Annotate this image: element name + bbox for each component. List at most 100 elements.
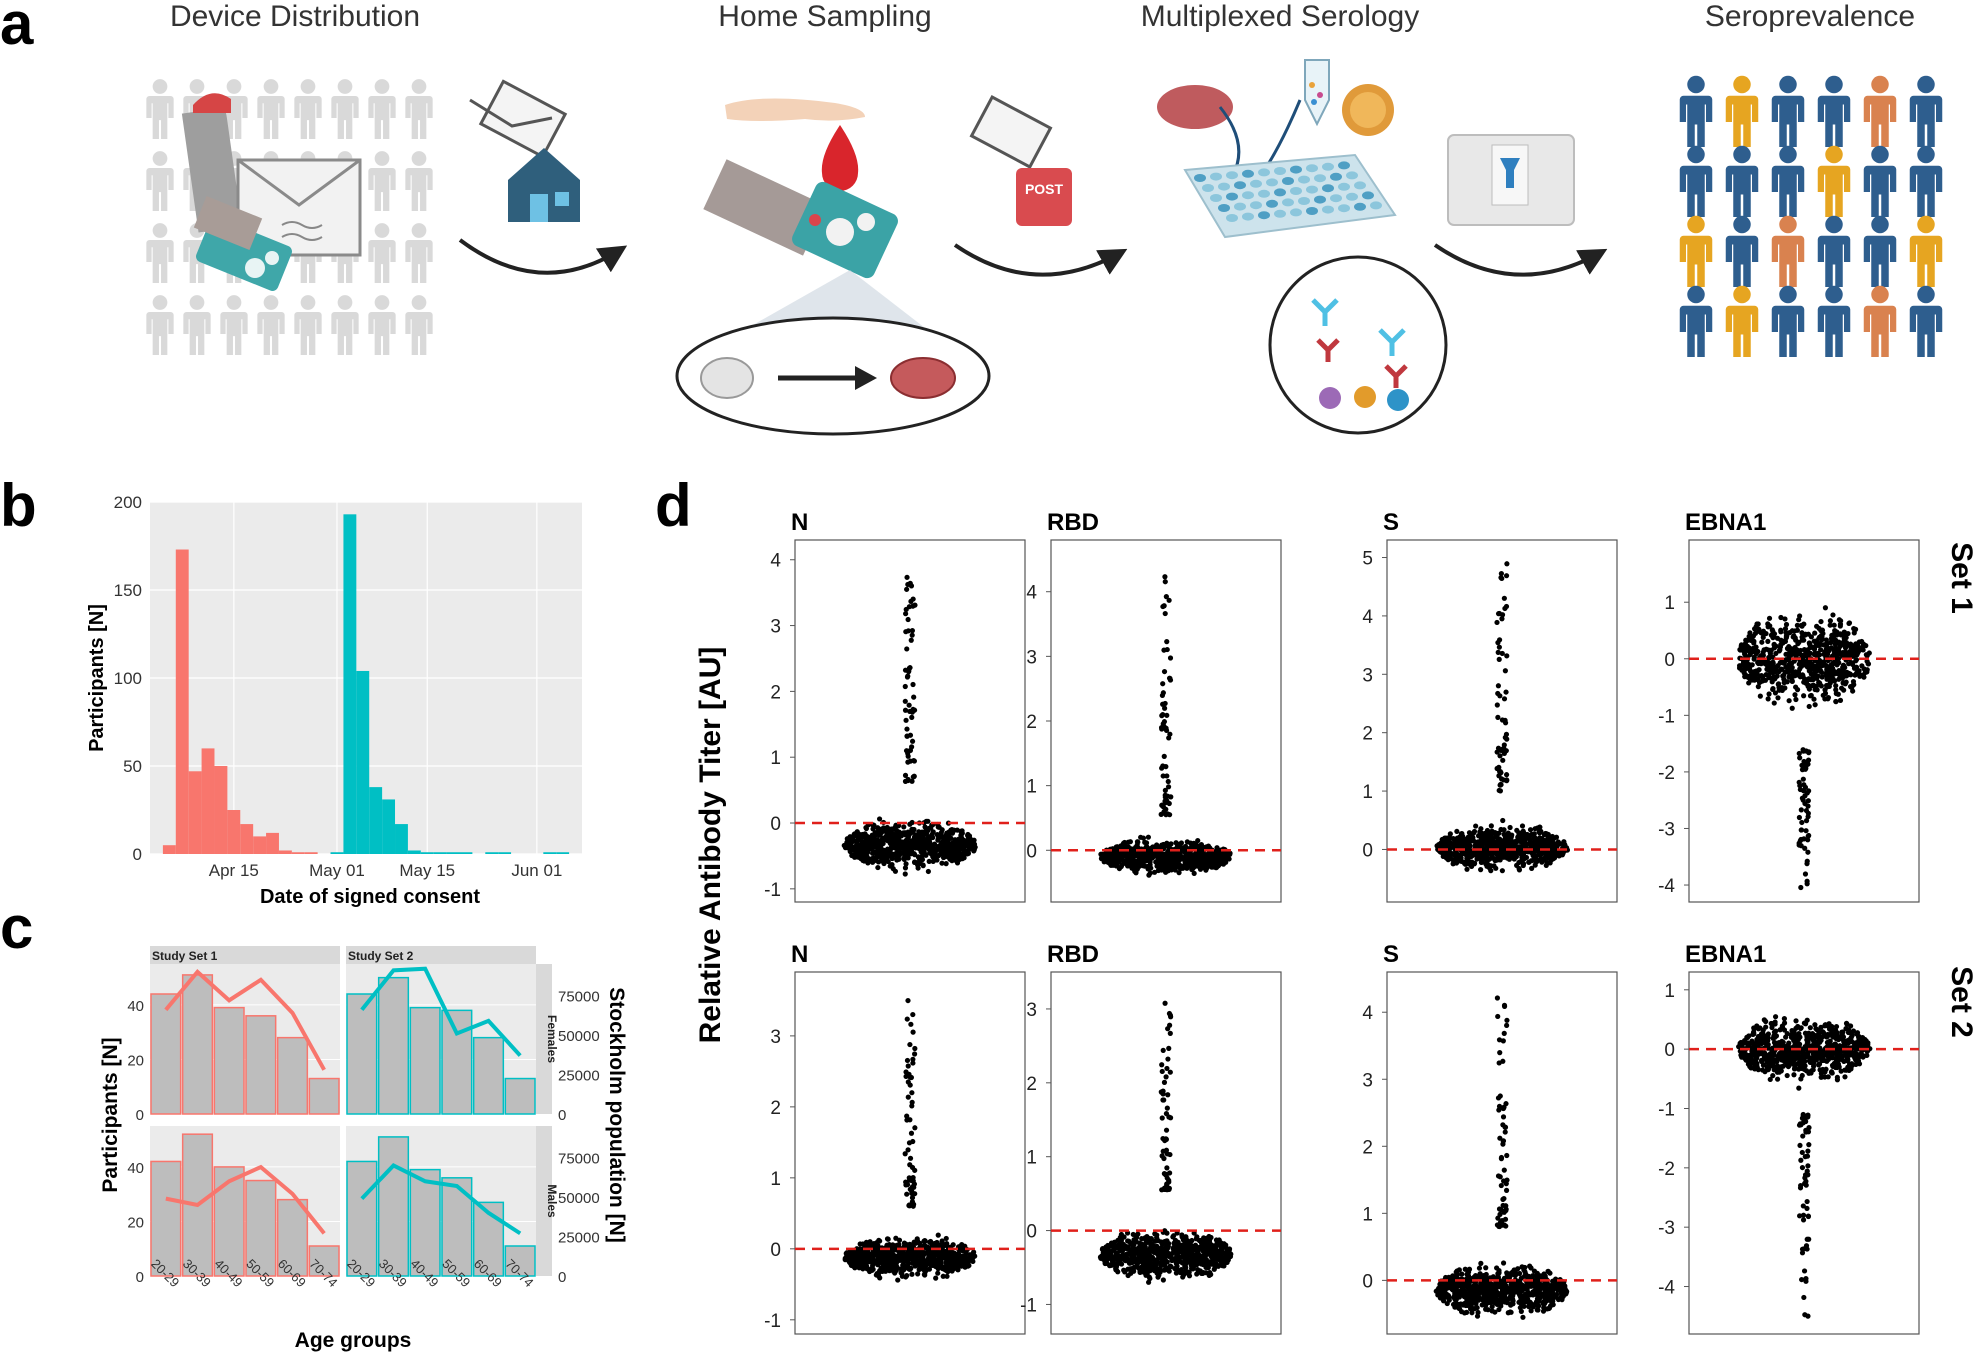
well bbox=[1258, 189, 1270, 198]
data-point bbox=[1801, 758, 1807, 765]
data-point bbox=[937, 1263, 944, 1269]
data-point bbox=[905, 997, 911, 1004]
data-point bbox=[906, 668, 912, 674]
data-point bbox=[1215, 852, 1221, 859]
y-tick-label: 1 bbox=[1362, 782, 1373, 803]
data-point bbox=[878, 829, 885, 836]
data-point bbox=[1840, 649, 1846, 656]
step-title-home-sampling: Home Sampling bbox=[718, 0, 932, 33]
data-point bbox=[1223, 1253, 1229, 1259]
age-group-bar bbox=[504, 1245, 536, 1277]
data-point bbox=[908, 851, 914, 857]
data-point bbox=[910, 603, 916, 609]
data-point bbox=[1488, 823, 1494, 829]
population-line bbox=[164, 969, 326, 1071]
data-point bbox=[1176, 862, 1183, 868]
data-point bbox=[905, 1063, 911, 1069]
finger-blood-drop-icon bbox=[725, 98, 865, 191]
data-point bbox=[1495, 745, 1502, 751]
post-label: POST bbox=[1025, 181, 1064, 197]
data-point bbox=[971, 1249, 977, 1255]
data-point bbox=[933, 848, 939, 854]
data-point bbox=[1192, 852, 1198, 858]
data-point bbox=[1186, 856, 1192, 862]
well bbox=[1194, 174, 1206, 182]
data-point bbox=[1176, 870, 1182, 876]
data-point bbox=[1164, 1165, 1170, 1171]
y-tick-label: -3 bbox=[1658, 819, 1675, 840]
well bbox=[1242, 191, 1254, 200]
population-line bbox=[360, 966, 522, 1057]
histogram-bar bbox=[369, 787, 383, 854]
data-point bbox=[1128, 1252, 1134, 1258]
data-point bbox=[1767, 623, 1773, 629]
data-point bbox=[1495, 683, 1501, 689]
data-point bbox=[1761, 647, 1767, 653]
data-point bbox=[1102, 1260, 1108, 1267]
data-point bbox=[1149, 1254, 1156, 1261]
data-point bbox=[930, 1253, 936, 1259]
data-point bbox=[879, 857, 885, 863]
data-point bbox=[1165, 1056, 1171, 1062]
data-point bbox=[1439, 836, 1445, 843]
data-point bbox=[903, 837, 909, 843]
data-point bbox=[1206, 1259, 1212, 1265]
data-point bbox=[1798, 807, 1804, 813]
data-point bbox=[1818, 618, 1824, 625]
data-point bbox=[1169, 854, 1175, 861]
data-point bbox=[1215, 1256, 1221, 1262]
well bbox=[1290, 187, 1302, 195]
well bbox=[1218, 182, 1230, 191]
data-point bbox=[1799, 637, 1805, 643]
well bbox=[1274, 167, 1286, 175]
data-point bbox=[937, 851, 943, 857]
data-point bbox=[1126, 1238, 1132, 1244]
data-point bbox=[888, 850, 895, 857]
data-point bbox=[1496, 787, 1502, 794]
data-point bbox=[1140, 1250, 1146, 1256]
histogram-bar bbox=[446, 852, 460, 854]
data-point bbox=[901, 824, 907, 830]
data-point bbox=[1502, 605, 1508, 612]
data-point bbox=[1771, 641, 1777, 647]
data-point bbox=[1799, 767, 1806, 773]
data-point bbox=[1799, 795, 1805, 801]
data-point bbox=[869, 1260, 876, 1266]
data-point bbox=[1784, 679, 1790, 685]
data-point bbox=[1798, 884, 1804, 891]
data-point bbox=[1753, 668, 1759, 674]
data-point bbox=[958, 828, 964, 834]
age-group-bar bbox=[409, 1006, 441, 1115]
data-point bbox=[1504, 561, 1510, 567]
data-point bbox=[920, 1253, 926, 1259]
data-point bbox=[935, 1257, 941, 1264]
data-point bbox=[903, 1179, 909, 1185]
data-point bbox=[1806, 640, 1812, 646]
y-tick-label: 20 bbox=[127, 1214, 144, 1231]
data-point bbox=[935, 1270, 941, 1276]
data-point bbox=[853, 847, 859, 853]
data-point bbox=[1484, 855, 1491, 861]
data-point bbox=[939, 827, 945, 833]
data-point bbox=[1164, 712, 1170, 718]
data-point bbox=[1841, 635, 1847, 641]
data-point bbox=[1788, 660, 1795, 667]
data-point bbox=[1527, 827, 1534, 833]
data-point bbox=[1852, 627, 1858, 633]
data-point bbox=[1158, 724, 1165, 731]
data-point bbox=[1757, 659, 1764, 665]
data-point bbox=[1189, 1237, 1195, 1244]
data-point bbox=[879, 851, 885, 858]
data-point bbox=[917, 1240, 923, 1246]
data-point bbox=[1508, 851, 1515, 858]
data-point bbox=[1863, 652, 1869, 658]
y-tick-label: 0 bbox=[1362, 1271, 1373, 1292]
data-point bbox=[1808, 677, 1814, 683]
data-point bbox=[909, 1090, 915, 1096]
antigen-title: S bbox=[1383, 941, 1399, 968]
data-point bbox=[1853, 657, 1860, 663]
data-point bbox=[1797, 783, 1803, 789]
data-point bbox=[897, 833, 903, 839]
